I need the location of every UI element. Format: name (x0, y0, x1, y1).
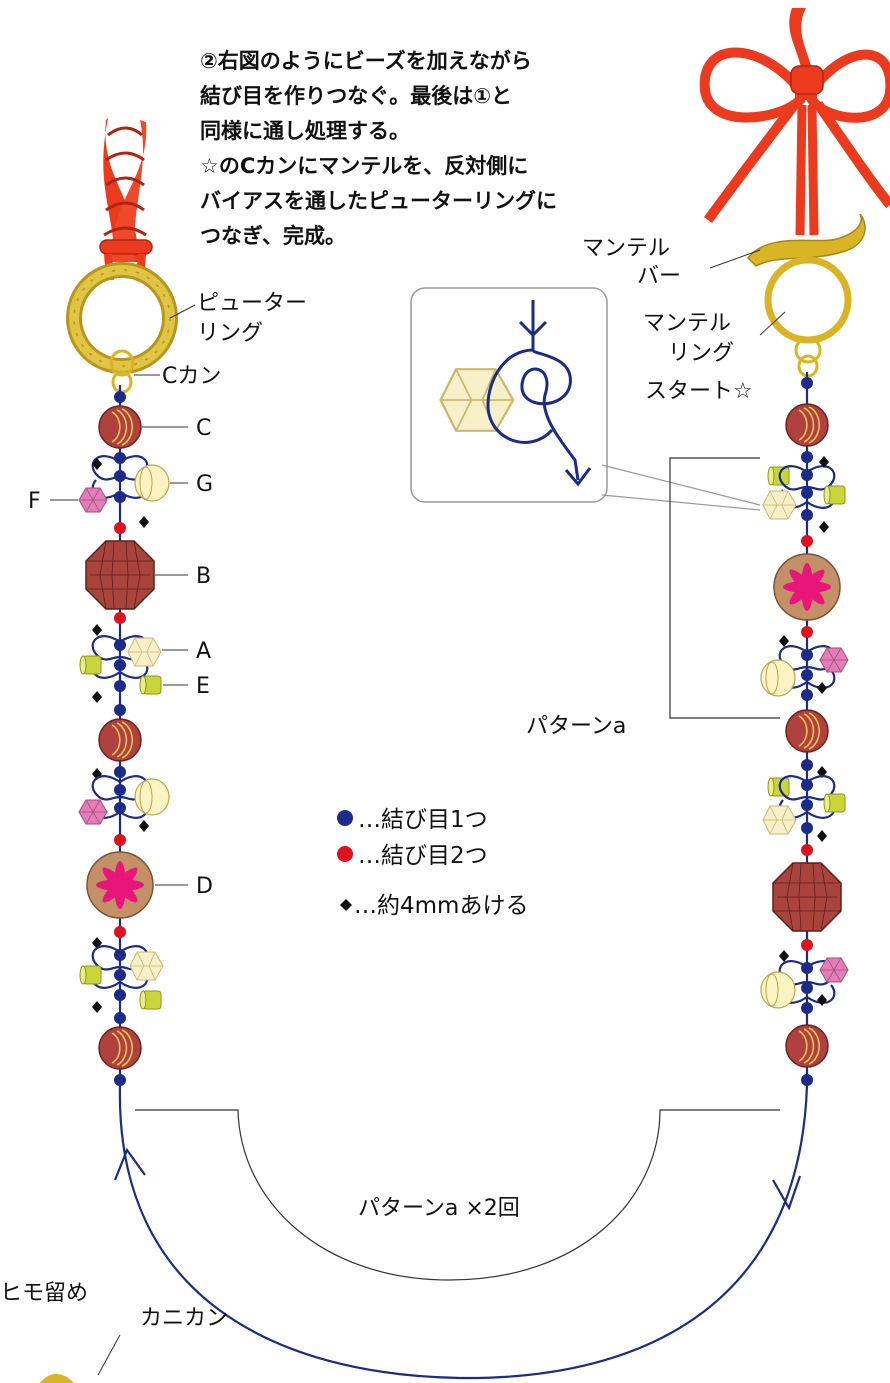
bead-a (129, 951, 164, 981)
legend-single-knot: …結び目1つ (358, 807, 488, 833)
left-labels: ピューター リング Cカン C G F B A E D (28, 291, 307, 899)
bead-e-left (79, 655, 102, 675)
legend-spacer: …約4mmあける (354, 893, 528, 919)
bead-c (785, 403, 829, 447)
bottom-cord-loop (113, 1084, 809, 1380)
legend: …結び目1つ …結び目2つ …約4mmあける (337, 807, 528, 919)
instruction-line-3: 同様に通し処理する。 (200, 119, 410, 143)
label-bead-a: A (196, 639, 211, 664)
bead-c (785, 709, 829, 753)
label-bead-f: F (28, 489, 41, 514)
label-bead-d: D (196, 874, 213, 899)
spacer-diamond (817, 994, 827, 1006)
bead-e (767, 777, 790, 797)
label-pewter-ring-1: ピューター (197, 291, 307, 316)
label-pattern-a: パターンa (526, 714, 626, 739)
c-kan-ring (109, 349, 135, 394)
bead-e (823, 485, 846, 505)
bead-f (78, 799, 108, 825)
spacer-diamond (779, 635, 789, 647)
spacer-diamond (139, 820, 149, 832)
repeat-bracket: パターンa ×2回 (135, 1109, 780, 1281)
mantel-ring (764, 256, 852, 378)
spacer-diamond (819, 521, 829, 533)
label-pattern-repeat: パターンa ×2回 (358, 1196, 520, 1221)
right-labels: マンテル バー マンテル リング スタート☆ (582, 236, 786, 404)
label-bead-b: B (196, 564, 211, 589)
bead-g (134, 778, 170, 816)
spacer-diamond (779, 950, 789, 962)
label-start: スタート☆ (645, 379, 753, 404)
bead-d (773, 553, 841, 621)
spacer-diamond (92, 1001, 102, 1013)
spacer-diamond (817, 830, 827, 842)
bead-e (79, 965, 102, 985)
label-mantel-bar-2: バー (637, 264, 681, 289)
bead-b (85, 540, 155, 610)
legend-swatch-double-knot (337, 846, 353, 862)
pattern-a-bracket: パターンa (526, 457, 780, 739)
left-knots (114, 391, 126, 1086)
instruction-line-4: ☆のCカンにマンテルを、反対側に (200, 154, 528, 178)
legend-swatch-single-knot (337, 810, 353, 826)
spacer-diamond (92, 624, 102, 636)
label-himo-dome: ヒモ留め (0, 1281, 88, 1306)
bead-a (127, 637, 162, 667)
bead-e (767, 466, 790, 486)
tassel-bow (699, 8, 890, 236)
bead-a (762, 805, 797, 835)
label-mantel-bar-1: マンテル (582, 236, 670, 261)
instruction-line-2: 結び目を作りつなぐ。最後は①と (200, 84, 512, 108)
bead-d (86, 851, 154, 919)
label-mantel-ring-1: マンテル (643, 311, 731, 336)
bead-c-top (98, 405, 142, 449)
bead-f (78, 487, 108, 513)
bead-b (772, 862, 842, 932)
left-braid (99, 118, 153, 281)
instruction-line-6: つなぎ、完成。 (200, 224, 346, 248)
instruction-line-1: ②右図のようにビーズを加えながら (200, 49, 532, 73)
spacer-diamond (817, 682, 827, 694)
instruction-text: ②右図のようにビーズを加えながら 結び目を作りつなぐ。最後は①と 同様に通し処理… (200, 49, 557, 248)
right-knots (801, 377, 813, 1086)
bead-c (98, 718, 142, 762)
label-c-kan: Cカン (162, 364, 221, 389)
spacer-diamond (139, 516, 149, 528)
label-bead-g: G (196, 472, 213, 497)
bead-g (760, 659, 796, 697)
legend-double-knot: …結び目2つ (358, 843, 488, 869)
clasp-labels: ヒモ留め カニカン (0, 1281, 228, 1383)
bead-c (785, 1024, 829, 1068)
label-pewter-ring-2: リング (197, 321, 263, 346)
bead-c (98, 1026, 142, 1070)
bead-a (762, 490, 797, 520)
label-mantel-ring-2: リング (668, 341, 734, 366)
bead-e (139, 990, 162, 1010)
legend-swatch-spacer (340, 899, 352, 911)
bead-g (134, 464, 170, 502)
label-bead-c: C (196, 416, 211, 441)
bead-e (823, 793, 846, 813)
bead-e (139, 675, 162, 695)
spacer-diamond (92, 691, 102, 703)
label-bead-e: E (196, 674, 210, 699)
bead-g (760, 971, 796, 1009)
instruction-line-5: バイアスを通したピューターリングに (200, 189, 557, 213)
label-kanikan: カニカン (140, 1306, 228, 1331)
clasp-fragment (40, 1373, 74, 1383)
knot-detail-callout (410, 287, 761, 511)
